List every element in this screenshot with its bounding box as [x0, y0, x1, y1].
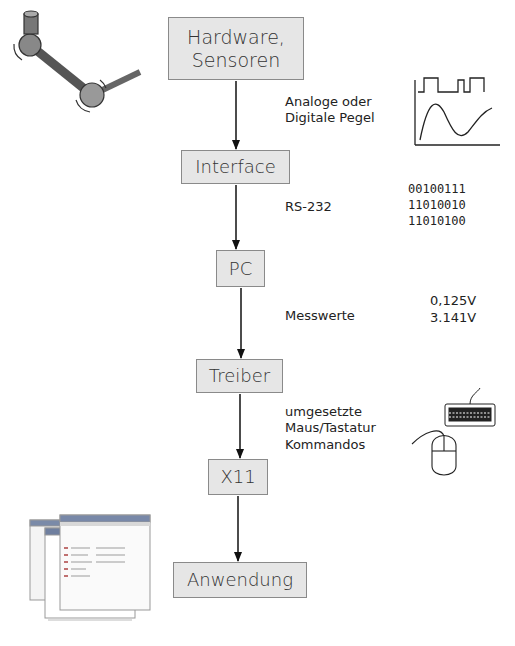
edge-label: umgesetzte Maus/Tastatur Kommandos	[285, 404, 395, 453]
signal-plot	[415, 78, 500, 145]
robot-arm	[14, 11, 140, 112]
box-label: X11	[220, 466, 255, 488]
process-box: Treiber	[196, 359, 283, 393]
screenshot-windows	[30, 515, 150, 620]
flow-arrow	[237, 496, 239, 561]
process-box: Hardware, Sensoren	[168, 17, 304, 80]
box-label: Anwendung	[187, 569, 293, 591]
edge-label: Analoge oder Digitale Pegel	[285, 94, 397, 127]
binary-data: 11010100	[408, 214, 466, 229]
flow-arrow	[239, 394, 241, 458]
process-box: X11	[208, 459, 268, 495]
mouse-icon	[412, 431, 456, 475]
binary-data: 11010010	[408, 198, 466, 213]
box-label: Hardware, Sensoren	[181, 26, 291, 72]
binary-data: 00100111	[408, 182, 466, 197]
measured-value: 0,125V	[430, 293, 476, 309]
flow-arrow	[235, 185, 237, 249]
process-box: PC	[216, 250, 265, 287]
box-label: Interface	[195, 156, 276, 178]
process-box: Anwendung	[173, 562, 307, 598]
flow-arrow	[240, 288, 242, 358]
measured-value: 3.141V	[430, 310, 476, 326]
box-label: PC	[229, 258, 252, 280]
keyboard-icon	[445, 388, 495, 426]
edge-label: Messwerte	[285, 308, 385, 324]
process-box: Interface	[181, 150, 290, 184]
edge-label: RS-232	[285, 199, 385, 215]
box-label: Treiber	[209, 365, 270, 387]
flow-arrow	[235, 81, 237, 149]
